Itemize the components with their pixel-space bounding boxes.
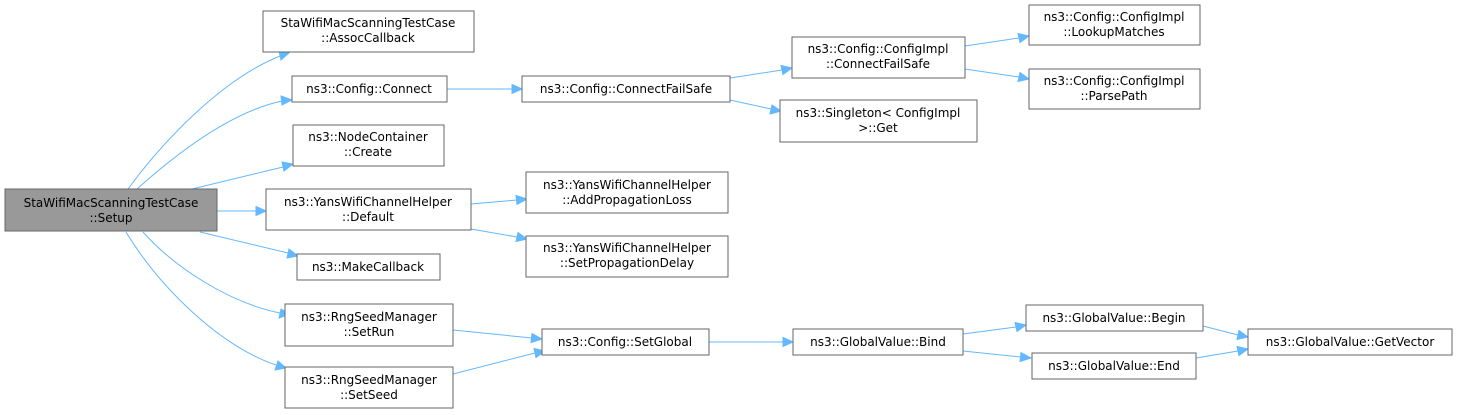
node-gvgetvector-line1: ns3::GlobalValue::GetVector (1266, 335, 1435, 349)
node-cimplconnectfs[interactable]: ns3::Config::ConfigImpl ::ConnectFailSaf… (791, 36, 966, 79)
nodes: StaWifiMacScanningTestCase ::Setup StaWi… (4, 4, 1453, 409)
edges (125, 32, 1250, 375)
node-gvbind[interactable]: ns3::GlobalValue::Bind (792, 328, 964, 356)
edge-setup-to-connect (136, 95, 294, 190)
edge-setrun-to-setglobal (452, 329, 544, 344)
node-setprop[interactable]: ns3::YansWifiChannelHelper ::SetPropagat… (525, 235, 729, 278)
node-gvbegin[interactable]: ns3::GlobalValue::Begin (1025, 304, 1204, 332)
node-yansdefault-line2: ::Default (342, 210, 394, 224)
edge-setup-to-yansdefault (217, 205, 268, 217)
node-addprop-line1: ns3::YansWifiChannelHelper (543, 178, 711, 192)
edge-connectfs-to-cimpl (729, 64, 794, 79)
node-setrun-line2: ::SetRun (344, 325, 395, 339)
edge-setup-to-makecb (199, 231, 300, 259)
node-setup[interactable]: StaWifiMacScanningTestCase ::Setup (4, 188, 218, 232)
edge-connect-to-connectfs (447, 83, 524, 95)
node-makecb[interactable]: ns3::MakeCallback (296, 253, 441, 281)
node-setrun[interactable]: ns3::RngSeedManager ::SetRun (284, 303, 454, 347)
node-setseed-line2: ::SetSeed (340, 388, 398, 402)
node-singleton-line1: ns3::Singleton< ConfigImpl (796, 106, 961, 120)
node-singleton[interactable]: ns3::Singleton< ConfigImpl >::Get (779, 99, 978, 143)
node-setup-line1: StaWifiMacScanningTestCase (24, 196, 199, 210)
node-gvbegin-line1: ns3::GlobalValue::Begin (1042, 311, 1185, 325)
node-yansdefault-line1: ns3::YansWifiChannelHelper (284, 195, 452, 209)
node-parsepath[interactable]: ns3::Config::ConfigImpl ::ParsePath (1028, 68, 1201, 110)
edge-setseed-to-setglobal (452, 347, 547, 375)
node-gvbind-line1: ns3::GlobalValue::Bind (810, 335, 946, 349)
edge-yansdefault-to-addprop (470, 194, 529, 206)
node-yansdefault[interactable]: ns3::YansWifiChannelHelper ::Default (265, 188, 472, 231)
node-assoc-line2: ::AssocCallback (321, 31, 415, 45)
node-cimplconnectfs-line2: ::ConnectFailSafe (826, 57, 930, 71)
node-setprop-line1: ns3::YansWifiChannelHelper (543, 241, 711, 255)
edge-connectfs-to-singleton (729, 99, 783, 115)
node-connect-line1: ns3::Config::Connect (306, 82, 432, 96)
node-setprop-line2: ::SetPropagationDelay (560, 256, 694, 270)
node-lookup-line1: ns3::Config::ConfigImpl (1044, 10, 1185, 24)
node-gvgetvector[interactable]: ns3::GlobalValue::GetVector (1247, 328, 1453, 356)
node-setglobal-line1: ns3::Config::SetGlobal (558, 335, 692, 349)
edge-cimpl-to-lookup (964, 32, 1031, 47)
edge-yansdefault-to-setprop (470, 228, 529, 243)
node-gvend-line1: ns3::GlobalValue::End (1048, 359, 1180, 373)
node-connectfs-line1: ns3::Config::ConnectFailSafe (540, 82, 712, 96)
node-addprop-line2: ::AddPropagationLoss (562, 193, 692, 207)
node-nodecreate-line1: ns3::NodeContainer (308, 130, 428, 144)
edge-setglobal-to-gvbind (709, 336, 795, 348)
edge-gvbind-to-gvbegin (962, 321, 1028, 335)
node-setseed[interactable]: ns3::RngSeedManager ::SetSeed (284, 366, 454, 409)
edge-setup-to-setrun (142, 231, 292, 319)
node-cimplconnectfs-line1: ns3::Config::ConfigImpl (808, 42, 949, 56)
node-setseed-line1: ns3::RngSeedManager (301, 373, 437, 387)
node-gvend[interactable]: ns3::GlobalValue::End (1031, 352, 1197, 380)
node-connect[interactable]: ns3::Config::Connect (291, 75, 448, 103)
node-setrun-line1: ns3::RngSeedManager (301, 310, 437, 324)
node-makecb-line1: ns3::MakeCallback (312, 260, 424, 274)
node-assoc[interactable]: StaWifiMacScanningTestCase ::AssocCallba… (262, 10, 475, 53)
edge-gvbind-to-gvend (962, 350, 1033, 363)
node-assoc-line1: StaWifiMacScanningTestCase (281, 16, 456, 30)
node-parsepath-line1: ns3::Config::ConfigImpl (1044, 74, 1185, 88)
node-connectfs[interactable]: ns3::Config::ConnectFailSafe (521, 75, 731, 103)
edge-cimpl-to-parsepath (964, 68, 1031, 83)
edge-setup-to-nodecreate (191, 161, 295, 190)
node-lookup[interactable]: ns3::Config::ConfigImpl ::LookupMatches (1028, 4, 1201, 46)
node-singleton-line2: >::Get (858, 121, 898, 135)
node-nodecreate-line2: ::Create (344, 145, 392, 159)
edge-setup-to-setseed (125, 231, 288, 371)
edge-gvend-to-gvgetvector (1195, 345, 1250, 359)
node-nodecreate[interactable]: ns3::NodeContainer ::Create (292, 124, 445, 167)
node-lookup-line2: ::LookupMatches (1063, 25, 1164, 39)
edge-setup-to-assoc (127, 50, 292, 190)
node-setup-line2: ::Setup (89, 211, 132, 225)
node-parsepath-line2: ::ParsePath (1080, 89, 1147, 103)
node-setglobal[interactable]: ns3::Config::SetGlobal (541, 328, 710, 356)
node-addprop[interactable]: ns3::YansWifiChannelHelper ::AddPropagat… (525, 171, 729, 214)
edge-gvbegin-to-gvgetvector (1202, 325, 1250, 341)
